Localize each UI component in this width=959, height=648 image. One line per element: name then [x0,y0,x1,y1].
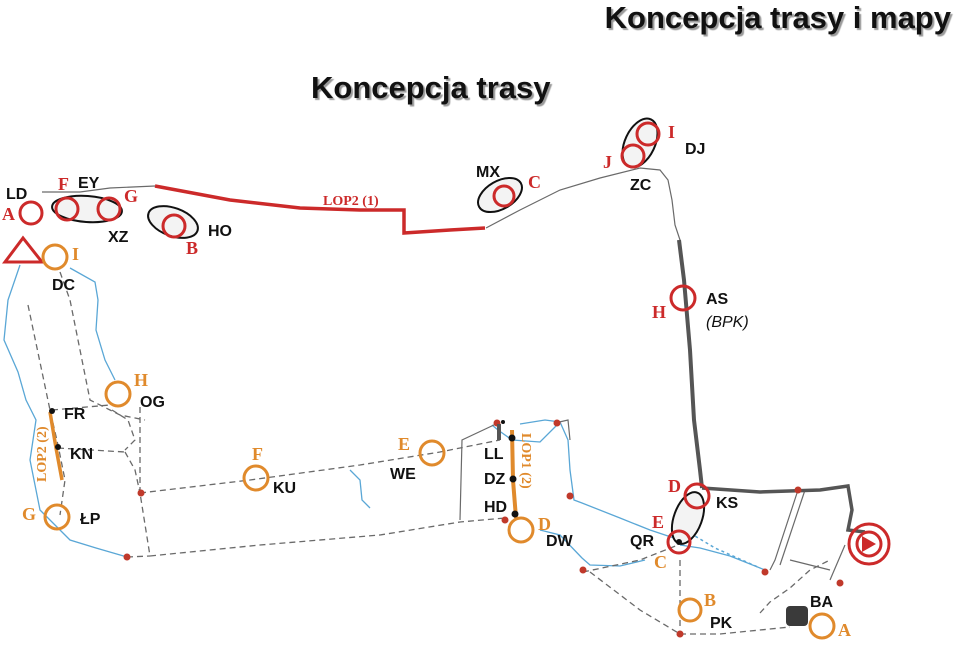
place-kn: KN [70,446,93,463]
finish-arrow-icon [862,536,876,552]
subtitle: Koncepcja trasy [311,70,551,105]
place-mx: MX [476,164,500,181]
place-dw: DW [546,533,574,550]
place-ll: LL [484,446,504,463]
building-icon [786,606,808,626]
orange-control-d: D [538,514,551,534]
place-ku: KU [273,480,296,497]
orange-control-g: G [22,504,36,524]
place-ks: KS [716,495,739,512]
red-control-letters: A F G B C I J H D E [2,122,681,532]
qr-dot [676,539,682,545]
red-control-d: D [668,476,681,496]
place-xz: XZ [108,229,129,246]
place-bpk: (BPK) [706,314,749,331]
feature-ellipses [51,117,706,545]
orange-segment-label-left: LOP2 (2) [35,426,50,482]
place-ho: HO [208,223,232,240]
orange-segment-label-right: LOP1 (2) [518,433,533,489]
orange-control-e: E [398,434,410,454]
red-control-j: J [603,152,612,172]
orange-route-segments: LOP2 (2) LOP1 (2) [35,411,533,519]
place-hd: HD [484,499,507,516]
place-fr: FR [64,406,86,423]
place-og: OG [140,394,165,411]
place-pk: PK [710,615,733,632]
place-as: AS [706,291,729,308]
red-control-c: C [528,172,541,192]
red-route-segment: LOP2 (1) [154,184,486,235]
red-control-f: F [58,174,69,194]
orange-control-c: C [654,552,667,572]
place-qr: QR [630,533,654,550]
place-lp: ŁP [80,511,101,528]
roads [677,239,866,569]
red-control-a: A [2,204,15,224]
red-control-e: E [652,512,664,532]
orange-control-b: B [704,590,716,610]
place-dc: DC [52,277,76,294]
orange-control-h: H [134,370,148,390]
orange-controls [41,243,836,640]
ll-marker [497,424,501,440]
place-dz: DZ [484,471,506,488]
place-ld: LD [6,186,27,203]
orange-control-a: A [838,620,851,640]
red-controls [2,121,891,566]
red-control-b: B [186,238,198,258]
paths [42,167,846,581]
place-labels: LD EY XZ HO DC MX DJ ZC AS (BPK) OG FR K… [6,141,834,632]
place-ey: EY [78,175,100,192]
main-title: Koncepcja trasy i mapy [604,0,951,35]
red-control-i: I [668,122,675,142]
red-segment-label: LOP2 (1) [323,194,379,209]
orange-control-letters: I H G F E D C B A [22,244,851,640]
black-points [49,408,519,518]
water-lines [3,264,766,571]
place-dj: DJ [685,141,705,158]
red-control-g: G [124,186,138,206]
place-we: WE [390,466,416,483]
orange-control-f: F [252,444,263,464]
red-markers [123,419,844,638]
red-control-h: H [652,302,666,322]
place-ba: BA [810,594,834,611]
orange-control-i: I [72,244,79,264]
place-zc: ZC [630,177,652,194]
